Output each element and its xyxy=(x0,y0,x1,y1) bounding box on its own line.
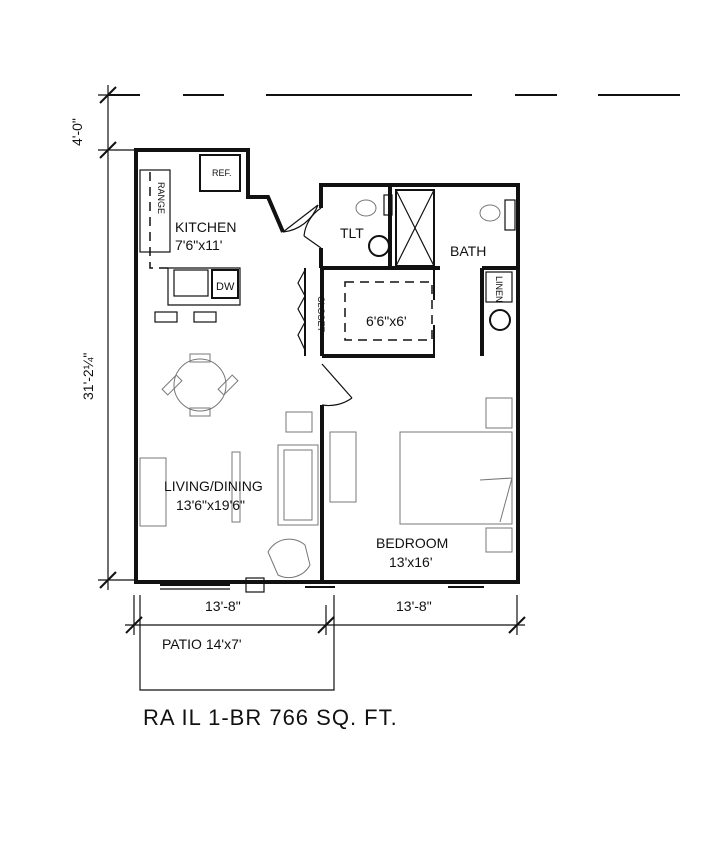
vertical-dimension-line xyxy=(98,85,135,590)
exterior-walls xyxy=(134,148,520,584)
door-swings xyxy=(282,204,353,407)
range-label: RANGE xyxy=(156,182,166,214)
overall-height-dimension: 31'-2¼" xyxy=(80,353,96,400)
bath-fixtures xyxy=(355,189,516,331)
bedroom-size: 13'x16' xyxy=(389,554,433,570)
patio-label: PATIO 14'x7' xyxy=(162,636,242,652)
living-furniture xyxy=(139,411,319,579)
right-width-dimension: 13'-8" xyxy=(396,598,432,614)
plan-caption: RA IL 1-BR 766 SQ. FT. xyxy=(143,705,398,730)
wic-size: 6'6"x6' xyxy=(366,313,407,329)
horizontal-dimension-line xyxy=(125,595,526,635)
kitchen-label: KITCHEN xyxy=(175,219,236,235)
kitchen-size: 7'6"x11' xyxy=(175,237,222,253)
linen-label: LINEN xyxy=(494,276,504,303)
bedroom-furniture xyxy=(329,397,513,553)
dining-table xyxy=(161,353,239,417)
left-width-dimension: 13'-8" xyxy=(205,598,241,614)
living-label: LIVING/DINING xyxy=(164,478,263,494)
bath-label: BATH xyxy=(450,243,486,259)
dw-label: DW xyxy=(216,281,235,293)
tlt-label: TLT xyxy=(340,225,364,241)
wic-fixtures xyxy=(344,270,435,354)
living-size: 13'6"x19'6" xyxy=(176,497,245,513)
bedroom-label: BEDROOM xyxy=(376,535,448,551)
ref-label: REF. xyxy=(212,168,232,178)
top-offset-dimension: 4'-0" xyxy=(69,118,85,146)
kitchen-fixtures xyxy=(139,154,241,323)
closet-label: CLOSET xyxy=(316,296,326,333)
interior-walls xyxy=(304,185,518,582)
south-windows xyxy=(160,577,484,593)
patio xyxy=(139,595,335,691)
